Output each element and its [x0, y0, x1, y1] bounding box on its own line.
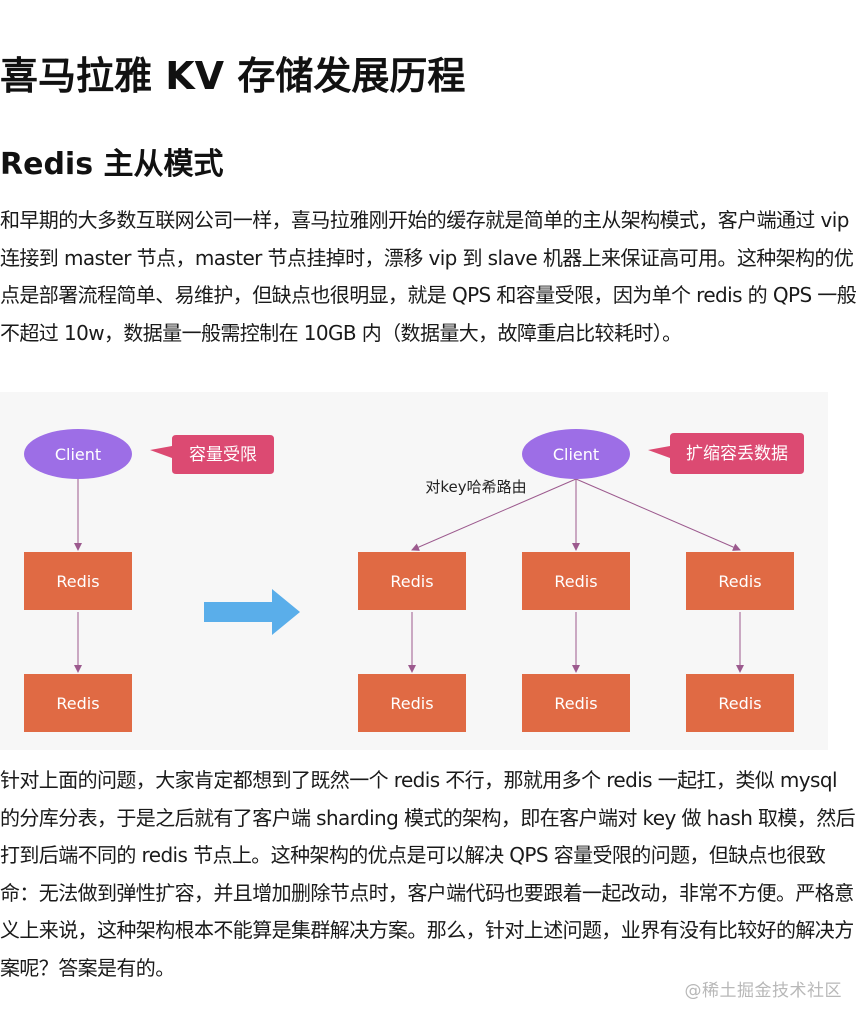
left-redis-bottom-label: Redis [56, 694, 99, 713]
left-redis-top-label: Redis [56, 572, 99, 591]
section-title: Redis 主从模式 [0, 147, 224, 182]
left-client-node [24, 429, 132, 479]
architecture-diagram: Client 容量受限 Redis Redis Client 扩缩容丢数据 对k… [0, 392, 828, 750]
left-redis-top [24, 552, 132, 610]
intro-paragraph: 和早期的大多数互联网公司一样，喜马拉雅刚开始的缓存就是简单的主从架构模式，客户端… [0, 208, 857, 345]
right-redis-3 [686, 552, 794, 610]
route-label: 对key哈希路由 [425, 478, 526, 496]
right-redis-1 [358, 552, 466, 610]
right-redis-5 [522, 674, 630, 732]
right-redis-5-label: Redis [554, 694, 597, 713]
right-redis-3-label: Redis [718, 572, 761, 591]
right-client-node [522, 429, 630, 479]
right-redis-6-label: Redis [718, 694, 761, 713]
transition-arrow [204, 589, 300, 635]
right-redis-2-label: Redis [554, 572, 597, 591]
left-callout-label: 容量受限 [189, 445, 257, 465]
right-client-label: Client [553, 445, 599, 464]
right-redis-6 [686, 674, 794, 732]
watermark: @稀土掘金技术社区 [684, 981, 842, 1001]
right-callout-label: 扩缩容丢数据 [686, 444, 788, 464]
left-client-label: Client [55, 445, 101, 464]
page-title: 喜马拉雅 KV 存储发展历程 [0, 54, 466, 98]
left-callout: 容量受限 [150, 435, 274, 474]
right-redis-2 [522, 552, 630, 610]
sharding-paragraph: 针对上面的问题，大家肯定都想到了既然一个 redis 不行，那就用多个 redi… [0, 768, 856, 980]
right-redis-1-label: Redis [390, 572, 433, 591]
right-connectors [408, 478, 744, 673]
right-redis-4-label: Redis [390, 694, 433, 713]
right-redis-4 [358, 674, 466, 732]
left-redis-bottom [24, 674, 132, 732]
right-callout: 扩缩容丢数据 [648, 433, 804, 474]
